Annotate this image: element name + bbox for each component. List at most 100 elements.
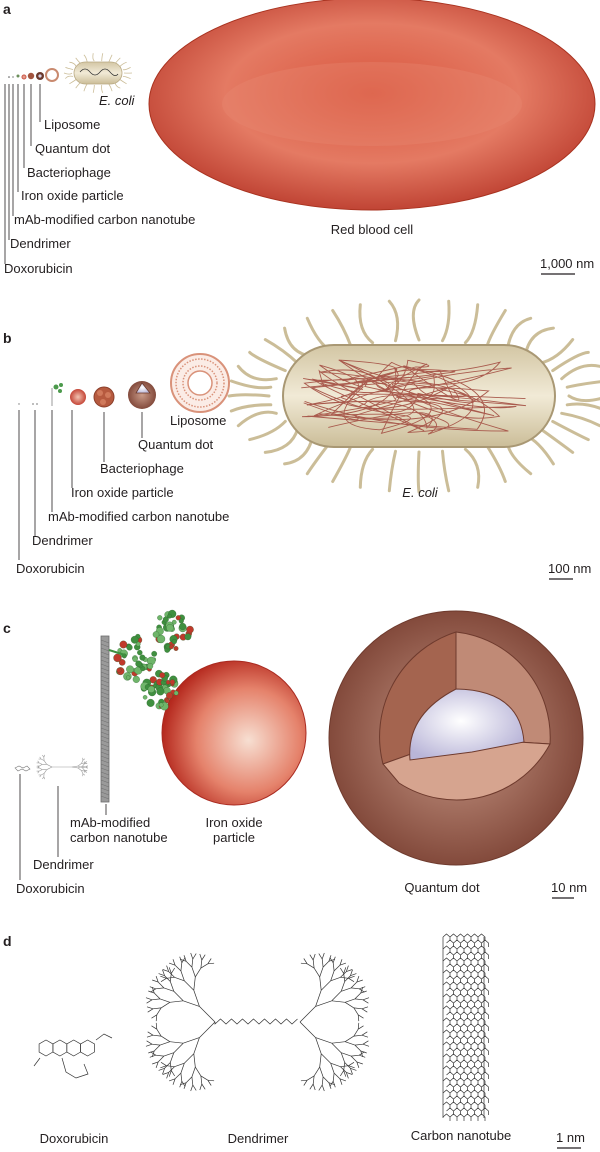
d-dendrimer-branch (147, 1008, 154, 1013)
d-dendrimer-branch (145, 1043, 153, 1047)
d-nanotube-cell (481, 1047, 489, 1055)
b-ecoli-flagellum (236, 364, 278, 382)
d-nanotube-cell (481, 963, 489, 971)
c-nanotube-hatch (100, 735, 110, 740)
d-nanotube-cell (463, 969, 472, 977)
d-dendrimer-branch (348, 1062, 355, 1066)
b-ecoli-flagellum (441, 449, 451, 493)
d-dendrimer-branch (160, 1065, 167, 1069)
d-dendrimer-branch (340, 1065, 349, 1068)
d-dendrimer-branch (362, 999, 369, 1004)
d-nanotube-cell (460, 999, 468, 1007)
c-nanotube-hatch (100, 699, 110, 704)
d-nanotube-cell (470, 1053, 479, 1061)
d-carbon-nanotube-structure (442, 933, 489, 1121)
d-nanotube-cell (456, 1005, 465, 1013)
b-ecoli-flagellum (248, 419, 287, 442)
d-nanotube-cell (456, 933, 465, 941)
c-dendrimer-branch (39, 774, 42, 778)
c-nanotube-hatch (100, 691, 110, 696)
d-nanotube-cell (449, 1065, 458, 1073)
d-nanotube-cell (481, 1071, 489, 1079)
d-nanotube-cell (463, 945, 472, 953)
d-dendrimer-branch (169, 981, 175, 992)
d-dendrimer-branch (358, 1025, 364, 1030)
c-dendrimer-branch (40, 773, 45, 776)
d-nanotube-cell (481, 1023, 489, 1031)
c-antibody-lobe (175, 615, 181, 621)
d-nanotube-cell (442, 993, 451, 1001)
d-dendrimer-branch (307, 963, 315, 969)
d-nanotube-cell (449, 1053, 458, 1061)
d-dendrimer-branch (207, 958, 212, 964)
d-dendrimer-branch (341, 1052, 352, 1057)
b-ecoli-flagellum (263, 427, 300, 454)
d-dendrimer-branch (344, 1002, 355, 1009)
d-nanotube-cell (456, 1053, 465, 1061)
c-dendrimer-branch (43, 760, 47, 765)
b-ecoli-flagellum (229, 403, 273, 413)
d-nanotube-cell (446, 1035, 454, 1043)
d-dendrimer-branch (168, 962, 176, 966)
d-nanotube-cell (446, 1083, 454, 1091)
d-dendrimer-branch (343, 967, 347, 974)
b-dendrimer-shape (32, 403, 38, 405)
b-ecoli-flagellum (358, 447, 375, 489)
d-dendrimer-branch (168, 1066, 175, 1073)
c-nanotube-hatch (100, 703, 110, 708)
c-antibody-lobe (116, 667, 122, 673)
panel-a-small-particles (8, 68, 59, 82)
d-dendrimer-branch (350, 1055, 358, 1063)
d-dendrimer-branch (160, 975, 167, 979)
d-nanotube-cell (470, 957, 479, 965)
c-antibody-lobe (151, 650, 158, 657)
d-nanotube-cell (470, 1101, 479, 1109)
d-nanotube-cell (474, 1023, 482, 1031)
d-dendrimer-branch (149, 986, 156, 990)
d-dendrimer-branch (345, 965, 349, 972)
d-nanotube-cell (477, 1065, 486, 1073)
b-nanotube-shape (51, 383, 63, 406)
c-antibody-lobe (178, 618, 184, 624)
panel-a-letter: a (3, 1, 11, 17)
d-nanotube-cell (460, 1107, 468, 1115)
d-dendrimer-branch (321, 1076, 324, 1086)
d-nanotube-cell (481, 951, 489, 959)
d-doxorubicin-ring (66, 1039, 81, 1057)
d-dendrimer-branch (309, 954, 314, 961)
d-dendrimer-branch (330, 1063, 335, 1074)
c-nanotube-hatch (100, 779, 110, 784)
d-nanotube-cell (470, 933, 479, 941)
d-nanotube-cell (467, 1071, 475, 1079)
b-iron-oxide-shape (70, 389, 86, 405)
c-antibody-lobe (156, 687, 165, 696)
d-dendrimer-branch (315, 1037, 322, 1054)
c-nanotube-hatch (100, 723, 110, 728)
c-dendrimer-branch (39, 756, 42, 760)
d-nanotube-cell (456, 957, 465, 965)
d-nanotube-cell (474, 1035, 482, 1043)
c-antibody-lobe (126, 665, 134, 674)
c-nanotube-hatch (100, 667, 110, 672)
d-nanotube-cell (453, 987, 461, 995)
label-b-carbon-nanotube: mAb-modified carbon nanotube (48, 509, 229, 524)
d-nanotube-cell (477, 1005, 486, 1013)
d-dendrimer-branch (169, 1000, 184, 1003)
d-dendrimer-branch (344, 1041, 356, 1046)
d-dendrimer-branch (303, 958, 308, 964)
d-dendrimer-branch (332, 956, 336, 963)
c-nanotube-hatch (100, 675, 110, 680)
b-ecoli-dna (303, 361, 512, 421)
d-dendrimer-branch (321, 952, 325, 960)
panel-b-letter: b (3, 330, 12, 346)
d-nanotube-cell (481, 975, 489, 983)
c-nanotube-hatch (100, 787, 110, 792)
d-nanotube-cell (470, 1077, 479, 1085)
d-dendrimer-structure (145, 952, 370, 1092)
b-ecoli-flagellum (441, 299, 451, 343)
c-nanotube-hatch (100, 659, 110, 664)
d-nanotube-cell (460, 1095, 468, 1103)
b-ecoli-flagellum (565, 402, 600, 410)
c-antibody-lobe (142, 695, 148, 700)
d-nanotube-cell (453, 939, 461, 947)
